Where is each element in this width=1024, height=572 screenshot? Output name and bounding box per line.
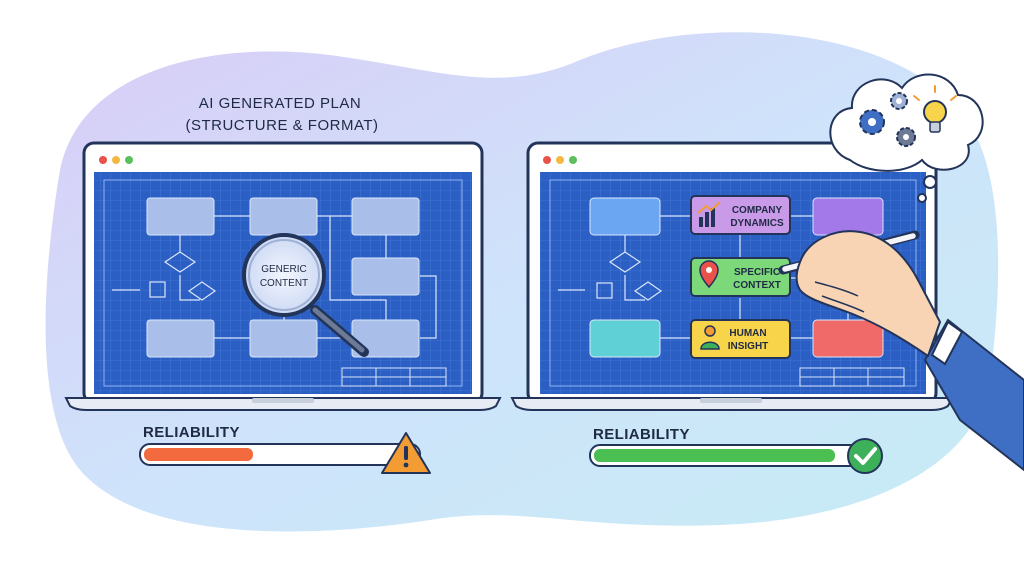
window-maximize-dot xyxy=(569,156,577,164)
card-line2: DYNAMICS xyxy=(730,218,784,229)
window-close-dot xyxy=(99,156,107,164)
left-title-line2: (STRUCTURE & FORMAT) xyxy=(185,117,378,134)
gear-icon xyxy=(859,109,885,135)
flow-box xyxy=(351,197,420,236)
card-specific-context: SPECIFIC CONTEXT xyxy=(690,257,791,297)
window-maximize-dot xyxy=(125,156,133,164)
left-reliability-fill xyxy=(144,448,253,461)
magnifier: GENERIC CONTENT xyxy=(242,233,369,357)
warning-icon xyxy=(381,432,431,474)
check-icon xyxy=(847,438,883,474)
flow-box xyxy=(351,257,420,296)
card-human-insight: HUMAN INSIGHT xyxy=(690,319,791,359)
window-minimize-dot xyxy=(556,156,564,164)
flow-box xyxy=(812,319,884,358)
flow-box xyxy=(249,197,318,236)
flow-box xyxy=(812,197,884,236)
thought-bubble xyxy=(829,73,984,203)
location-pin-icon xyxy=(699,260,719,289)
gear-icon xyxy=(896,127,916,147)
window-close-dot xyxy=(543,156,551,164)
card-line1: COMPANY xyxy=(732,205,783,216)
lightbulb-icon xyxy=(913,85,957,133)
right-reliability-label: RELIABILITY xyxy=(593,426,690,443)
left-reliability-label: RELIABILITY xyxy=(143,424,240,441)
lens-label-line2: CONTENT xyxy=(260,278,308,289)
card-company-dynamics: COMPANY DYNAMICS xyxy=(690,195,791,235)
card-line2: CONTEXT xyxy=(733,280,781,291)
growth-chart-icon xyxy=(697,201,721,227)
person-icon xyxy=(700,325,720,350)
flow-box xyxy=(249,319,318,358)
card-line1: HUMAN xyxy=(729,328,766,339)
flow-box xyxy=(146,319,215,358)
card-line1: SPECIFIC xyxy=(734,267,780,278)
lens-label-line1: GENERIC xyxy=(261,264,307,275)
window-minimize-dot xyxy=(112,156,120,164)
flow-box xyxy=(146,197,215,236)
card-line2: INSIGHT xyxy=(728,341,769,352)
hand-with-stylus xyxy=(778,230,1024,472)
left-title-line1: AI GENERATED PLAN xyxy=(199,95,361,112)
gear-icon xyxy=(890,92,908,110)
right-reliability-fill xyxy=(594,449,835,462)
flow-box xyxy=(589,319,661,358)
flow-box xyxy=(589,197,661,236)
